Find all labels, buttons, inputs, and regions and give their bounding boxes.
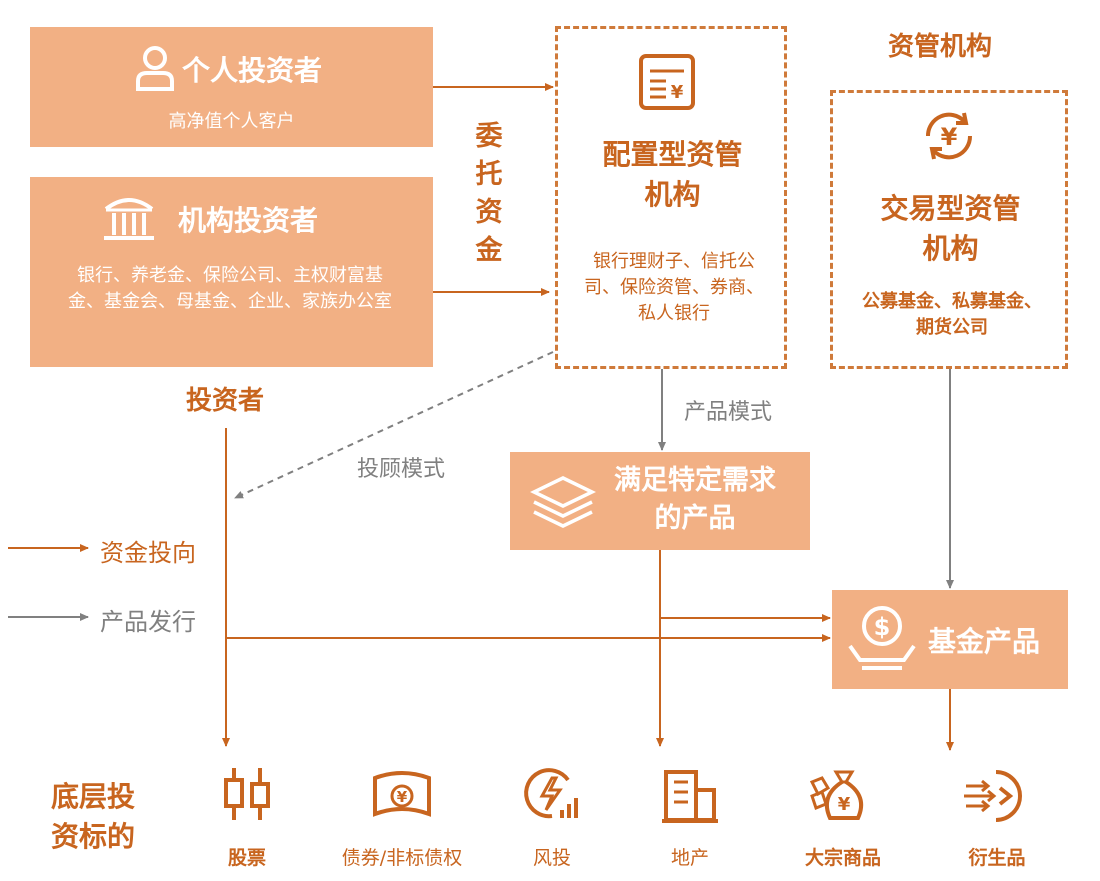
individual-investor-subtitle: 高净值个人客户 <box>168 111 295 132</box>
specific-product-label: 满足特定需求的产品 <box>614 465 776 534</box>
svg-text:$: $ <box>874 613 891 641</box>
advisory-mode-label: 投顾模式 <box>357 457 446 482</box>
asset-label-bonds: 债券/非标债权 <box>341 847 463 869</box>
layers-icon <box>530 476 596 528</box>
lightning-chart-icon <box>524 768 578 819</box>
svg-text:¥: ¥ <box>671 82 684 103</box>
specific-product-box: 满足特定需求的产品 <box>510 452 810 550</box>
candlestick-icon <box>224 768 270 820</box>
building-icon <box>662 770 718 823</box>
svg-text:¥: ¥ <box>397 788 408 806</box>
trading-org-title: 交易型资管机构 <box>880 192 1021 265</box>
trading-org-desc: 公募基金、私募基金、期货公司 <box>862 291 1042 338</box>
allocation-org-title: 配置型资管机构 <box>602 138 743 211</box>
derivative-icon <box>964 770 1022 822</box>
asset-label-stocks: 股票 <box>227 847 266 869</box>
entrust-funds-label: 委托资金 <box>475 121 503 266</box>
individual-investor-box: 个人投资者 高净值个人客户 <box>30 27 433 147</box>
svg-text:¥: ¥ <box>838 794 851 815</box>
document-yuan-icon: ¥ <box>639 54 695 110</box>
fund-product-box: $ 基金产品 <box>832 590 1068 689</box>
svg-text:¥: ¥ <box>941 123 958 151</box>
underlying-assets-label: 底层投资标的 <box>50 780 135 853</box>
trading-asset-mgmt-box: ¥ 交易型资管机构 公募基金、私募基金、期货公司 <box>830 90 1068 369</box>
institutional-investor-title: 机构投资者 <box>178 204 319 237</box>
banknote-icon: ¥ <box>373 771 431 817</box>
legend-capital-flow: 资金投向 <box>100 539 196 567</box>
money-bag-icon: ¥ <box>809 770 863 820</box>
asset-label-real-estate: 地产 <box>670 847 709 869</box>
fund-product-label: 基金产品 <box>928 625 1041 658</box>
asset-label-derivatives: 衍生品 <box>968 847 1026 869</box>
yuan-exchange-icon: ¥ <box>925 112 973 160</box>
allocation-org-desc: 银行理财子、信托公司、保险资管、券商、私人银行 <box>584 251 764 324</box>
dollar-hand-icon: $ <box>848 606 916 670</box>
institutional-investor-box: 机构投资者 银行、养老金、保险公司、主权财富基金、基金会、母基金、企业、家族办公… <box>30 177 433 367</box>
person-icon <box>136 46 174 91</box>
asset-mgmt-label: 资管机构 <box>888 32 993 62</box>
allocation-asset-mgmt-box: ¥ 配置型资管机构 银行理财子、信托公司、保险资管、券商、私人银行 <box>555 26 787 369</box>
individual-investor-title: 个人投资者 <box>182 54 323 87</box>
investor-label: 投资者 <box>186 386 265 416</box>
institutional-investor-subtitle: 银行、养老金、保险公司、主权财富基金、基金会、母基金、企业、家族办公室 <box>68 265 392 312</box>
legend-product-issue: 产品发行 <box>100 608 196 636</box>
asset-label-vc: 风投 <box>532 847 571 869</box>
product-mode-label: 产品模式 <box>684 400 773 425</box>
asset-label-commodities: 大宗商品 <box>804 847 881 869</box>
bank-icon <box>104 198 154 240</box>
